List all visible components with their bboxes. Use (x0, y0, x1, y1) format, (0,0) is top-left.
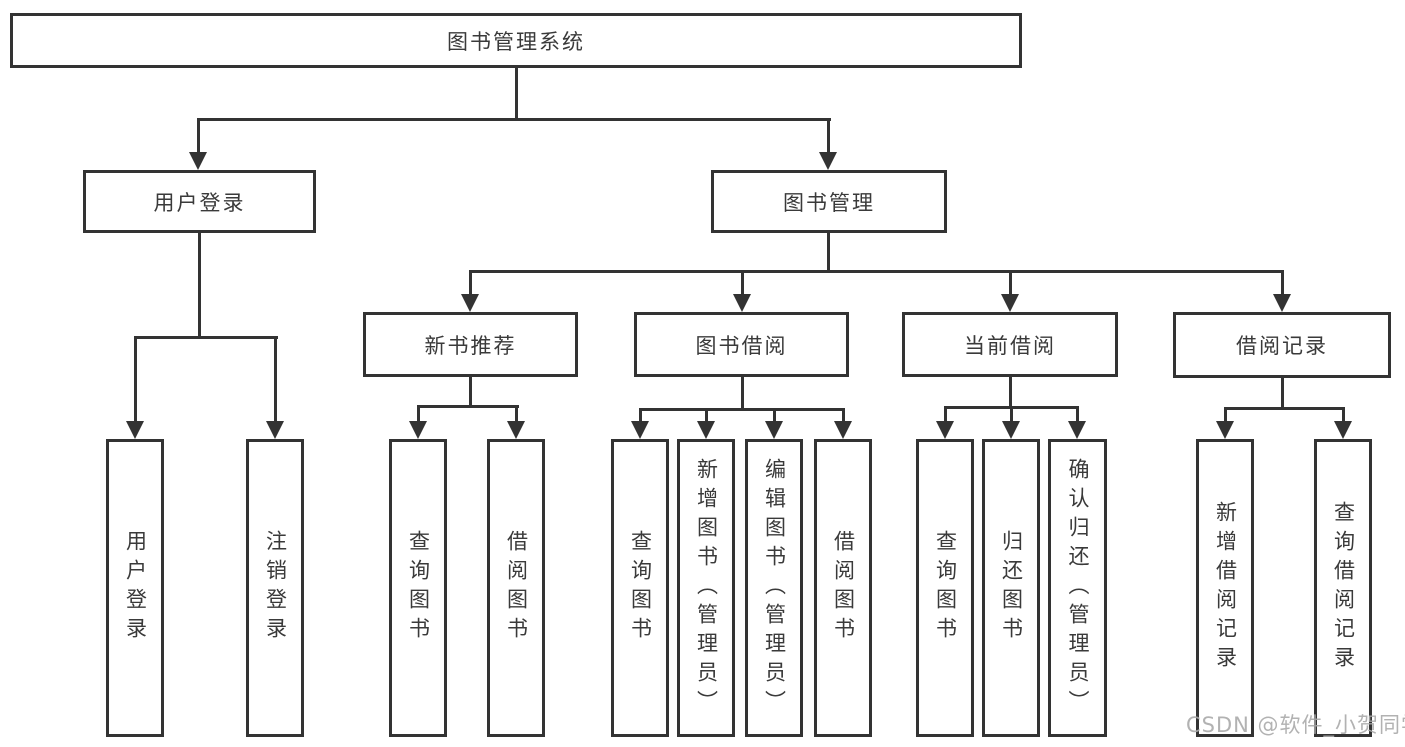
node-root: 图书管理系统 (10, 13, 1022, 68)
leaf-bb-edit-book-admin: 编辑图书（管理员） (745, 439, 803, 737)
connector-book-management-stem (827, 233, 830, 270)
connector-user-login-hbar (134, 336, 278, 339)
connector-root-stem (515, 68, 518, 118)
arrow-down-icon (409, 421, 427, 439)
leaf-bb-query-books: 查询图书 (611, 439, 669, 737)
node-book-borrowing-label: 图书借阅 (695, 333, 788, 358)
connector-to-nbr-query (417, 405, 420, 423)
connector-to-book-borrowing (741, 270, 744, 296)
leaf-user-login: 用户登录 (106, 439, 164, 737)
connector-to-leaf-logout (274, 336, 277, 424)
connector-bb-hbar (639, 408, 845, 411)
connector-nbr-stem (469, 377, 472, 405)
node-book-management-label: 图书管理 (783, 190, 875, 215)
connector-to-leaf-user-login (134, 336, 137, 424)
node-borrowing-records-label: 借阅记录 (1236, 334, 1328, 358)
arrow-down-icon (126, 421, 144, 439)
arrow-down-icon (1068, 421, 1086, 439)
node-borrowing-records: 借阅记录 (1173, 312, 1391, 378)
node-user-login-label: 用户登录 (153, 190, 246, 215)
connector-to-cb-query (944, 406, 947, 423)
leaf-cb-query-books: 查询图书 (916, 439, 974, 737)
node-book-borrowing: 图书借阅 (634, 312, 849, 377)
connector-to-user-login (197, 118, 200, 154)
connector-br-hbar (1224, 407, 1345, 410)
arrow-down-icon (1216, 421, 1234, 439)
connector-nbr-hbar (417, 405, 519, 408)
arrow-down-icon (631, 421, 649, 439)
connector-to-br-add (1224, 407, 1227, 423)
leaf-logout: 注销登录 (246, 439, 304, 737)
leaf-cb-confirm-return-admin: 确认归还（管理员） (1048, 439, 1107, 737)
arrow-down-icon (1273, 294, 1291, 312)
connector-to-bb-query (639, 408, 642, 423)
node-current-borrowing-label: 当前借阅 (964, 333, 1056, 358)
arrow-down-icon (461, 294, 479, 312)
arrow-down-icon (1002, 421, 1020, 439)
csdn-watermark: CSDN @软件_小贺同学 (1186, 713, 1405, 737)
node-root-label: 图书管理系统 (447, 29, 585, 54)
connector-to-new-book-recommend (469, 270, 472, 296)
connector-user-login-stem (198, 233, 201, 336)
leaf-br-add-borrow-record: 新增借阅记录 (1196, 439, 1254, 737)
connector-to-bb-add (705, 408, 708, 423)
arrow-down-icon (936, 421, 954, 439)
leaf-nbr-query-books: 查询图书 (389, 439, 447, 737)
arrow-down-icon (834, 421, 852, 439)
leaf-nbr-borrow-books: 借阅图书 (487, 439, 545, 737)
arrow-down-icon (733, 294, 751, 312)
connector-cb-stem (1009, 377, 1012, 406)
arrow-down-icon (697, 421, 715, 439)
leaf-bb-borrow-books: 借阅图书 (814, 439, 872, 737)
connector-bb-stem (741, 377, 744, 408)
arrow-down-icon (189, 152, 207, 170)
connector-root-hbar (197, 118, 831, 121)
node-book-management: 图书管理 (711, 170, 947, 233)
node-new-book-recommend-label: 新书推荐 (424, 333, 517, 358)
connector-br-stem (1281, 378, 1284, 407)
connector-to-cb-confirm (1076, 406, 1079, 423)
arrow-down-icon (765, 421, 783, 439)
arrow-down-icon (266, 421, 284, 439)
connector-to-bb-borrow (842, 408, 845, 423)
leaf-bb-add-book-admin: 新增图书（管理员） (677, 439, 735, 737)
node-current-borrowing: 当前借阅 (902, 312, 1118, 377)
arrow-down-icon (1334, 421, 1352, 439)
connector-to-nbr-borrow (515, 405, 518, 423)
node-user-login: 用户登录 (83, 170, 316, 233)
leaf-br-query-borrow-record: 查询借阅记录 (1314, 439, 1372, 737)
leaf-cb-return-books: 归还图书 (982, 439, 1040, 737)
arrow-down-icon (819, 152, 837, 170)
arrow-down-icon (507, 421, 525, 439)
node-new-book-recommend: 新书推荐 (363, 312, 578, 377)
connector-level3-hbar (469, 270, 1284, 273)
connector-to-book-management (827, 118, 830, 154)
connector-to-borrowing-records (1281, 270, 1284, 296)
connector-to-current-borrowing (1009, 270, 1012, 296)
arrow-down-icon (1001, 294, 1019, 312)
connector-to-bb-edit (773, 408, 776, 423)
connector-to-cb-return (1010, 406, 1013, 423)
connector-to-br-query (1342, 407, 1345, 423)
